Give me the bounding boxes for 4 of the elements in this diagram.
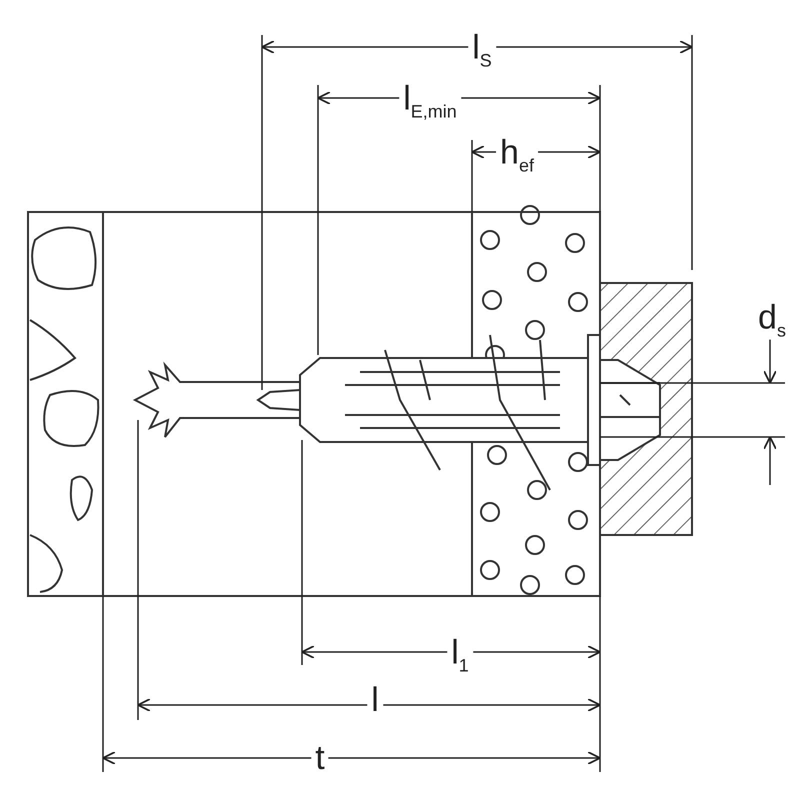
dimension-label: l$_{1}$ [447,636,473,674]
dimension-label: l$_{S}$ [468,30,496,70]
dimension-label: l$_{E,min}$ [399,82,461,120]
dimension-label: h$_{ef}$ [496,136,538,174]
